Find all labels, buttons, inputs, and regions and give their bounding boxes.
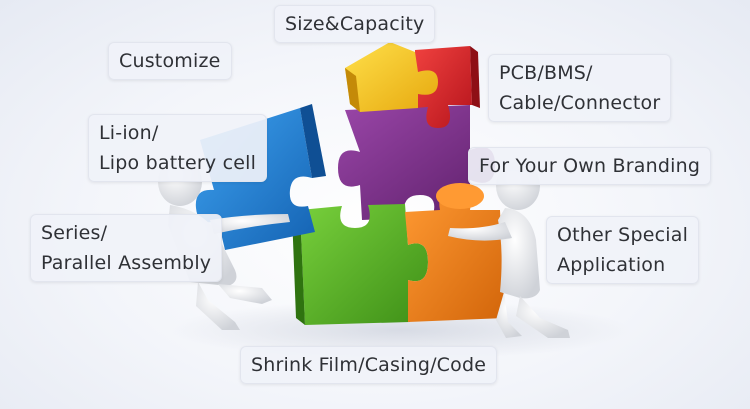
floor-shadow (170, 300, 630, 360)
label-customize: Customize (108, 42, 232, 80)
puzzle-piece-orange (405, 183, 505, 322)
label-series-parallel: Series/ Parallel Assembly (30, 214, 223, 282)
label-pcb-bms-cable: PCB/BMS/ Cable/Connector (488, 54, 672, 122)
label-other-special: Other Special Application (546, 216, 700, 284)
label-size-capacity: Size&Capacity (274, 5, 436, 43)
label-li-ion-cell: Li-ion/ Lipo battery cell (88, 114, 268, 182)
puzzle-piece-red (415, 46, 480, 128)
label-own-branding: For Your Own Branding (468, 147, 712, 185)
label-shrink-film: Shrink Film/Casing/Code (240, 346, 498, 384)
puzzle-piece-yellow (345, 42, 438, 112)
puzzle-piece-green (292, 204, 428, 325)
